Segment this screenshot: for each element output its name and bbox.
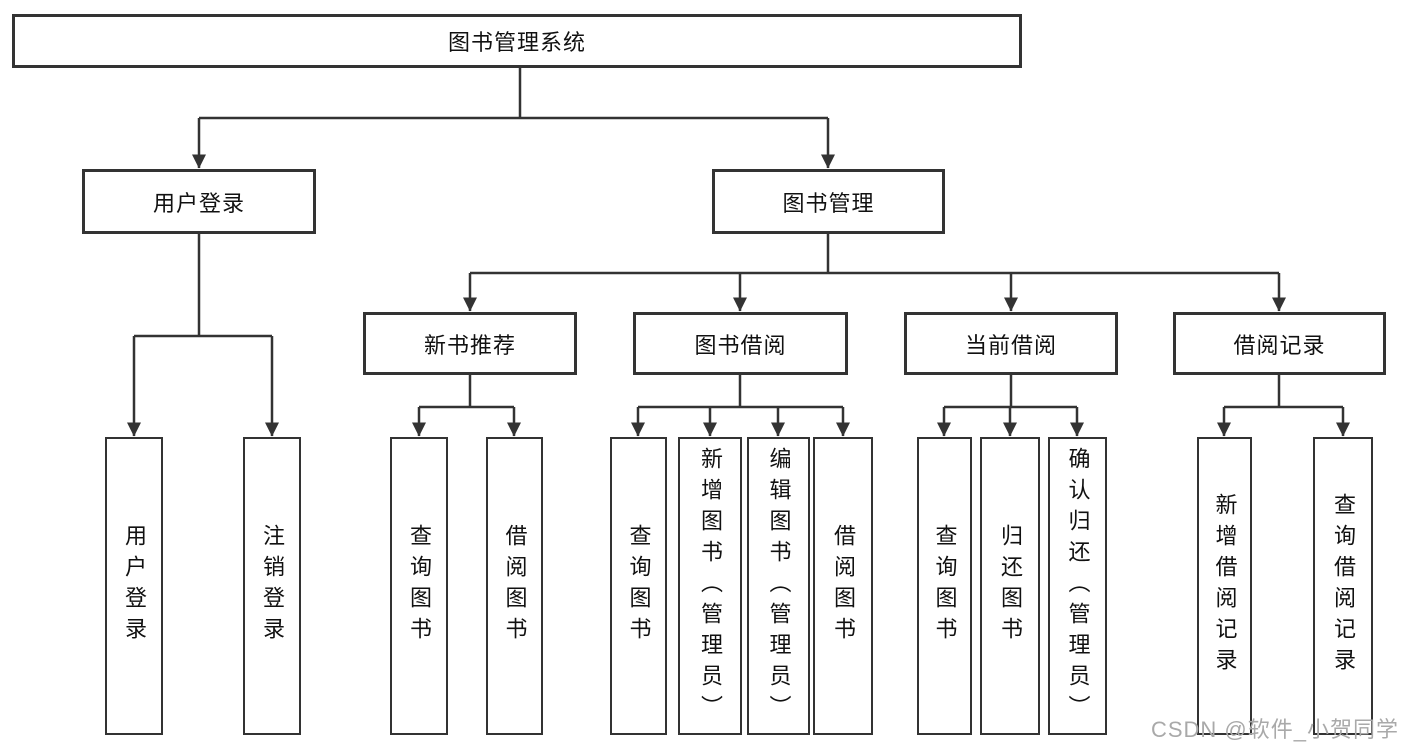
node-confirm-return-admin: 确认归还（管理员）: [1048, 437, 1107, 735]
csdn-watermark: CSDN @软件_小贺同学: [1150, 717, 1399, 742]
node-logout: 注销登录: [243, 437, 301, 735]
node-query-book-3: 查询图书: [917, 437, 972, 735]
connector-user-login-children: [127, 234, 279, 437]
node-current-borrow: 当前借阅: [904, 312, 1118, 375]
node-query-book-2: 查询图书: [610, 437, 667, 735]
connector-current-borrow-children: [937, 375, 1084, 437]
connector-root-to-level2: [192, 68, 835, 169]
node-return-book: 归还图书: [980, 437, 1040, 735]
connector-new-book-rec-children: [412, 375, 521, 437]
node-add-borrow-record: 新增借阅记录: [1197, 437, 1252, 735]
node-borrow-book-2: 借阅图书: [813, 437, 873, 735]
node-add-book-admin: 新增图书（管理员）: [678, 437, 742, 735]
connector-book-mgmt-children: [463, 233, 1286, 312]
node-borrow-record: 借阅记录: [1173, 312, 1386, 375]
node-query-book-1: 查询图书: [390, 437, 448, 735]
node-book-management: 图书管理: [712, 169, 945, 234]
connector-book-borrow-children: [631, 375, 850, 437]
node-borrow-book-1: 借阅图书: [486, 437, 543, 735]
node-query-borrow-record: 查询借阅记录: [1313, 437, 1373, 735]
node-root: 图书管理系统: [12, 14, 1022, 68]
node-user-login: 用户登录: [82, 169, 316, 234]
node-new-book-recommend: 新书推荐: [363, 312, 577, 375]
node-edit-book-admin: 编辑图书（管理员）: [747, 437, 810, 735]
connector-borrow-record-children: [1217, 375, 1350, 437]
node-book-borrow: 图书借阅: [633, 312, 848, 375]
node-login: 用户登录: [105, 437, 163, 735]
